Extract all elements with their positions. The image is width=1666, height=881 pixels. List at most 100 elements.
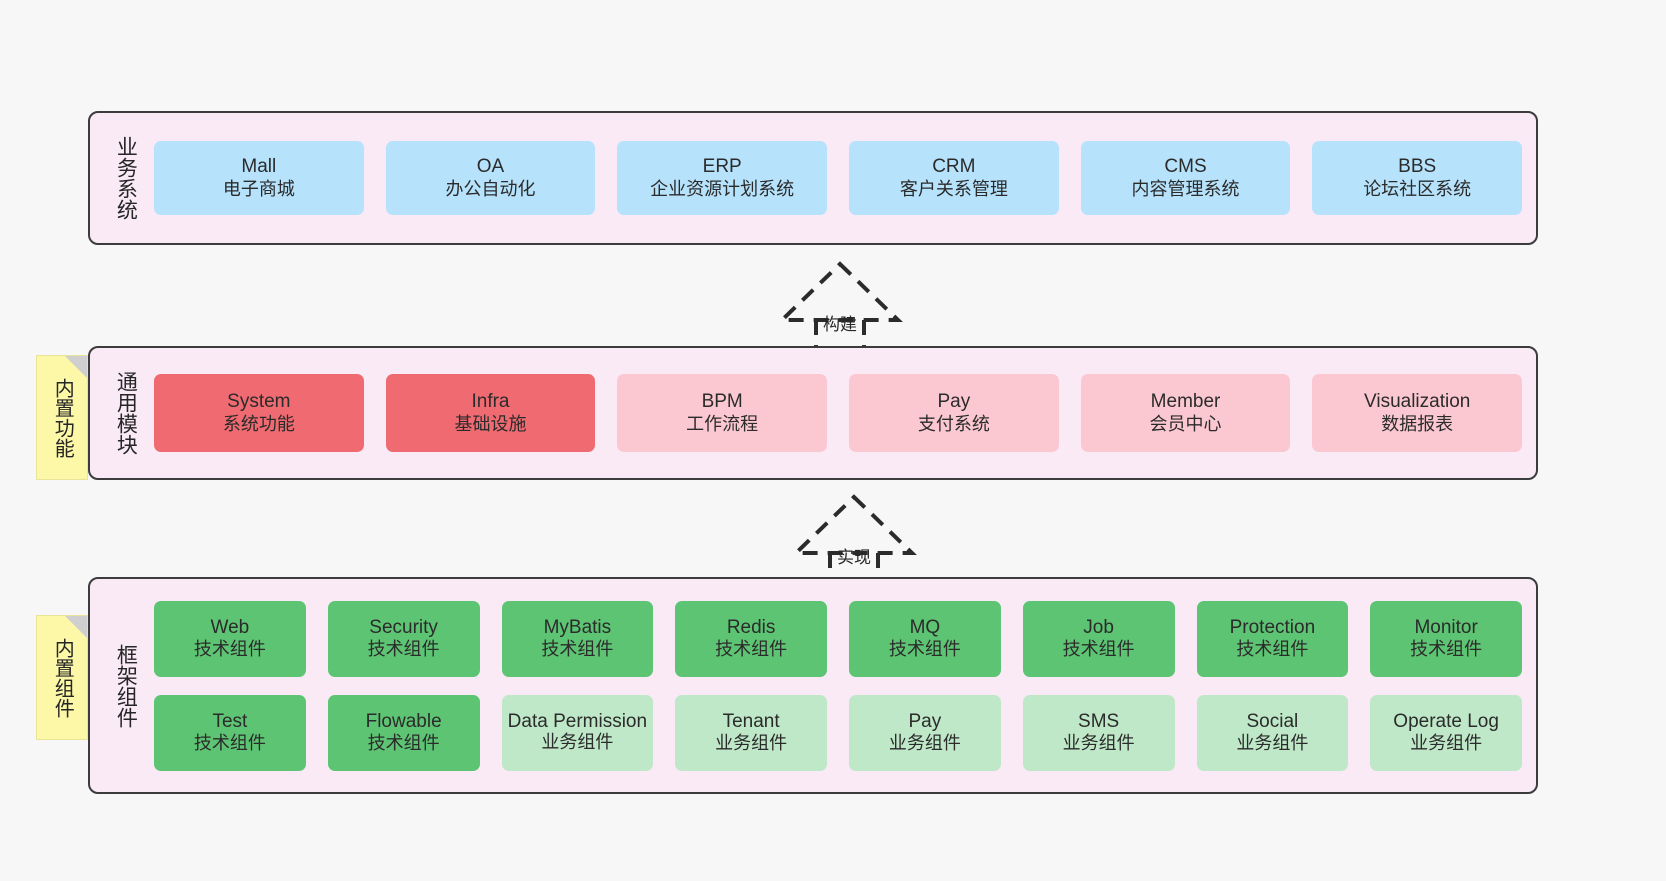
connector-implement-label: 实现 <box>837 548 871 567</box>
node-flowable[interactable]: Flowable 技术组件 <box>327 694 480 771</box>
node-title-en: System <box>227 391 291 413</box>
node-title-en: Pay <box>937 391 971 413</box>
node-system[interactable]: System 系统功能 <box>154 374 364 452</box>
node-member[interactable]: Member 会员中心 <box>1080 374 1291 452</box>
node-title-cn: 技术组件 <box>541 639 614 660</box>
node-title-cn: 基础设施 <box>454 413 527 434</box>
node-infra[interactable]: Infra 基础设施 <box>385 374 596 452</box>
node-title-en: Test <box>212 710 248 732</box>
node-title-en: BBS <box>1398 156 1437 178</box>
node-title-cn: 业务组件 <box>1410 733 1483 754</box>
folded-corner-icon <box>65 356 87 378</box>
node-title-en: SMS <box>1078 710 1120 732</box>
node-protection[interactable]: Protection 技术组件 <box>1196 600 1349 677</box>
node-row: System 系统功能 Infra 基础设施 BPM 工作流程 Pay 支付系统… <box>154 374 1523 452</box>
node-monitor[interactable]: Monitor 技术组件 <box>1370 600 1522 677</box>
node-title-en: OA <box>476 156 505 178</box>
node-security[interactable]: Security 技术组件 <box>327 600 480 677</box>
node-title-en: MQ <box>909 616 941 638</box>
connector-implement-arrow <box>791 494 917 581</box>
layer-body-framework-components: Web 技术组件 Security 技术组件 MyBatis 技术组件 Redi… <box>148 579 1536 792</box>
node-title-cn: 电子商城 <box>222 178 295 199</box>
node-title-cn: 系统功能 <box>222 413 295 434</box>
node-pay-business[interactable]: Pay 业务组件 <box>849 694 1001 771</box>
node-mq[interactable]: MQ 技术组件 <box>849 600 1001 677</box>
node-title-en: MyBatis <box>543 616 612 638</box>
node-title-cn: 技术组件 <box>193 639 266 660</box>
node-title-en: Visualization <box>1364 391 1471 413</box>
node-title-cn: 技术组件 <box>1062 639 1135 660</box>
layer-body-common-modules: System 系统功能 Infra 基础设施 BPM 工作流程 Pay 支付系统… <box>148 348 1536 478</box>
node-erp[interactable]: ERP 企业资源计划系统 <box>617 141 828 215</box>
node-title-cn: 办公自动化 <box>445 178 536 199</box>
node-title-cn: 数据报表 <box>1381 413 1454 434</box>
node-web[interactable]: Web 技术组件 <box>154 600 306 677</box>
sticky-note-text: 内置功能 <box>51 377 74 458</box>
node-title-en: Web <box>210 616 250 638</box>
node-title-en: Flowable <box>365 710 442 732</box>
node-cms[interactable]: CMS 内容管理系统 <box>1080 141 1291 215</box>
node-title-en: Mall <box>241 156 277 178</box>
node-redis[interactable]: Redis 技术组件 <box>675 600 827 677</box>
connector-build-label: 构建 <box>823 315 857 334</box>
node-title-cn: 支付系统 <box>917 413 990 434</box>
node-crm[interactable]: CRM 客户关系管理 <box>849 141 1059 215</box>
node-title-cn: 技术组件 <box>367 639 440 660</box>
node-sms[interactable]: SMS 业务组件 <box>1022 694 1175 771</box>
node-title-cn: 业务组件 <box>715 733 788 754</box>
node-title-cn: 技术组件 <box>367 733 440 754</box>
node-title-cn: 技术组件 <box>1236 639 1309 660</box>
node-title-en: Operate Log <box>1393 710 1499 732</box>
node-title-en: CRM <box>932 156 976 178</box>
node-title-cn: 业务组件 <box>541 732 614 753</box>
node-title-en: CMS <box>1164 156 1207 178</box>
node-title-cn: 客户关系管理 <box>899 178 1008 199</box>
node-title-cn: 企业资源计划系统 <box>650 178 795 199</box>
node-title-cn: 业务组件 <box>1062 733 1135 754</box>
node-social[interactable]: Social 业务组件 <box>1196 694 1349 771</box>
node-title-cn: 技术组件 <box>193 733 266 754</box>
sticky-note-builtin-functions: 内置功能 <box>36 355 88 480</box>
node-row: Test 技术组件 Flowable 技术组件 Data Permission … <box>154 694 1522 771</box>
node-mybatis[interactable]: MyBatis 技术组件 <box>501 600 654 677</box>
node-title-en: Data Permission <box>507 710 648 732</box>
folded-corner-icon <box>65 616 87 638</box>
node-bpm[interactable]: BPM 工作流程 <box>617 374 828 452</box>
node-pay[interactable]: Pay 支付系统 <box>849 374 1059 452</box>
node-operate-log[interactable]: Operate Log 业务组件 <box>1370 694 1522 771</box>
node-title-en: Redis <box>726 616 776 638</box>
node-row: Mall 电子商城 OA 办公自动化 ERP 企业资源计划系统 CRM 客户关系… <box>154 141 1523 215</box>
node-mall[interactable]: Mall 电子商城 <box>154 141 364 215</box>
layer-framework-components: 框架组件 Web 技术组件 Security 技术组件 MyBatis 技术组件… <box>88 577 1538 794</box>
node-test[interactable]: Test 技术组件 <box>154 694 306 771</box>
layer-common-modules: 通用模块 System 系统功能 Infra 基础设施 BPM 工作流程 Pay… <box>88 346 1538 480</box>
layer-body-business-systems: Mall 电子商城 OA 办公自动化 ERP 企业资源计划系统 CRM 客户关系… <box>148 113 1536 243</box>
node-title-cn: 技术组件 <box>1410 639 1483 660</box>
node-tenant[interactable]: Tenant 业务组件 <box>675 694 827 771</box>
layer-title-framework-components: 框架组件 <box>114 643 138 728</box>
node-title-en: BPM <box>701 391 743 413</box>
node-title-en: Infra <box>471 391 510 413</box>
node-title-en: Protection <box>1229 616 1316 638</box>
node-row: Web 技术组件 Security 技术组件 MyBatis 技术组件 Redi… <box>154 600 1522 677</box>
sticky-note-builtin-components: 内置组件 <box>36 615 88 740</box>
sticky-note-text: 内置组件 <box>51 637 74 718</box>
node-job[interactable]: Job 技术组件 <box>1022 600 1175 677</box>
node-oa[interactable]: OA 办公自动化 <box>385 141 596 215</box>
node-title-cn: 论坛社区系统 <box>1363 178 1472 199</box>
node-title-cn: 内容管理系统 <box>1131 178 1240 199</box>
node-title-cn: 技术组件 <box>888 639 961 660</box>
node-title-en: Monitor <box>1414 616 1478 638</box>
connector-build: 构建 <box>752 258 928 348</box>
node-data-permission[interactable]: Data Permission 业务组件 <box>501 694 654 771</box>
node-title-en: Social <box>1246 710 1299 732</box>
node-title-en: Job <box>1083 616 1114 638</box>
layer-business-systems: 业务系统 Mall 电子商城 OA 办公自动化 ERP 企业资源计划系统 CRM… <box>88 111 1538 245</box>
layer-title-business-systems: 业务系统 <box>114 136 138 220</box>
node-title-en: Member <box>1150 391 1221 413</box>
connector-build-arrow <box>777 261 903 348</box>
node-bbs[interactable]: BBS 论坛社区系统 <box>1312 141 1523 215</box>
node-visualization[interactable]: Visualization 数据报表 <box>1312 374 1523 452</box>
node-title-cn: 会员中心 <box>1149 413 1222 434</box>
